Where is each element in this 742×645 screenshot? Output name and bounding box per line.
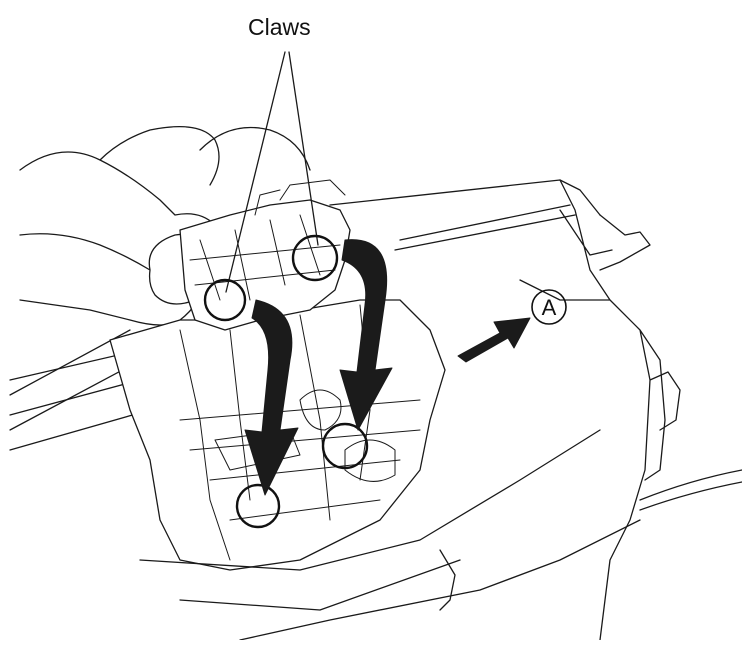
claw-pointer-left <box>225 51 286 293</box>
curved-down-arrow-icon <box>339 239 393 431</box>
straight-arrow-up-right-icon <box>457 317 531 363</box>
right-housing <box>519 179 681 641</box>
callout-a-circle <box>531 289 567 325</box>
callout-a-letter: A <box>542 295 557 320</box>
front-casing <box>139 429 641 641</box>
claw-pointer-right <box>288 51 319 246</box>
claw-ring-left <box>203 278 247 322</box>
rear-frame <box>9 179 601 431</box>
claw-ring-right <box>291 234 339 282</box>
shaft <box>9 349 151 451</box>
release-ring-lower-right <box>321 422 369 470</box>
cable <box>639 469 742 511</box>
release-ring-lower-left <box>235 483 281 529</box>
clip-detail <box>189 179 346 301</box>
clip-assembly <box>179 199 351 331</box>
carriage-detail <box>179 304 421 561</box>
claws-label: Claws <box>248 14 311 40</box>
curved-down-arrow-icon <box>244 299 299 496</box>
